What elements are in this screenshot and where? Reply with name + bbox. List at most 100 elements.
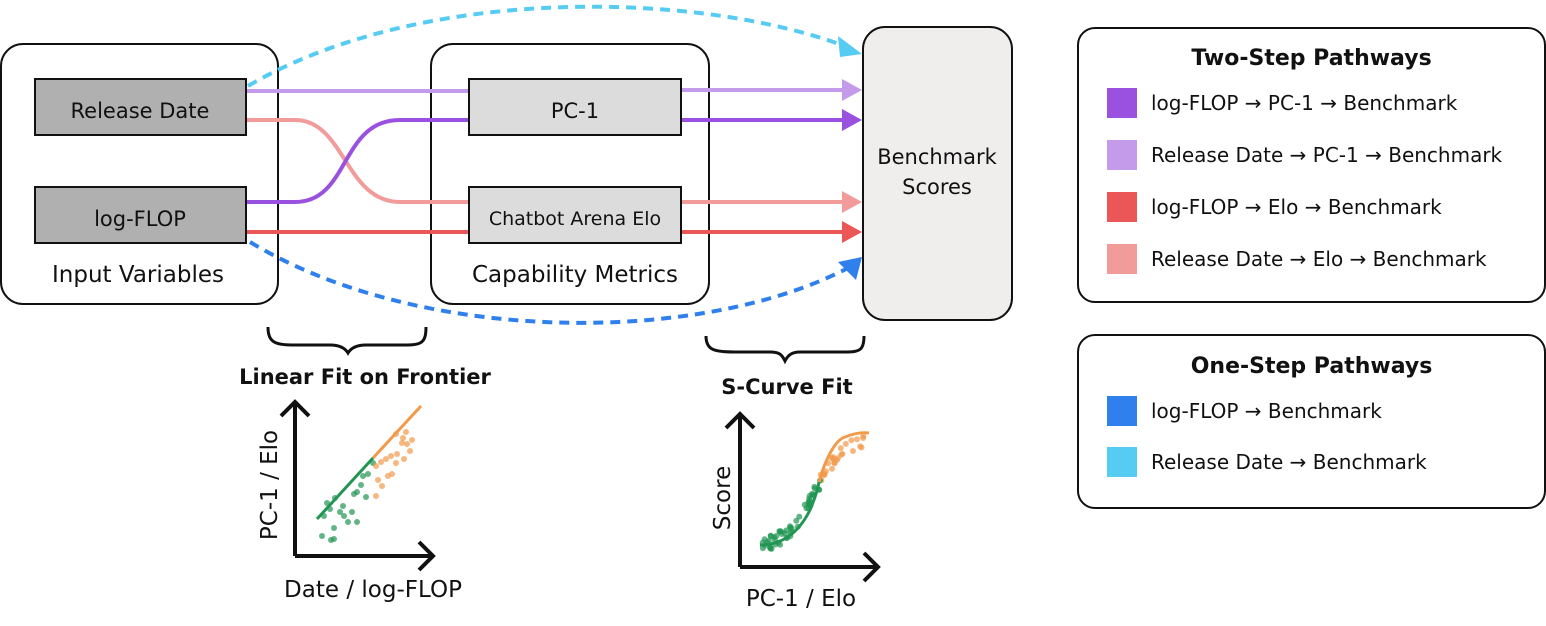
- legend-label: log-FLOP → PC-1 → Benchmark: [1151, 91, 1458, 115]
- log-flop-label: log-FLOP: [94, 207, 186, 231]
- linear-point-green: [365, 471, 371, 477]
- color-swatch: [1107, 140, 1137, 170]
- s-curve-x-axis: [740, 551, 881, 583]
- linear-point-orange: [373, 493, 379, 499]
- legend-item: log-FLOP → Benchmark: [1107, 396, 1382, 426]
- release-date-label: Release Date: [71, 99, 210, 123]
- linear-point-green: [337, 509, 343, 515]
- legend-label: log-FLOP → Benchmark: [1151, 399, 1382, 423]
- s-curve-brace: [704, 335, 866, 365]
- linear-fit-plot: PC-1 / Elo Date / log-FLOP: [257, 399, 462, 603]
- pathway-lines: [246, 4, 862, 325]
- path-date-benchmark: [246, 4, 851, 88]
- s-curve-point-green: [796, 513, 803, 520]
- arrowhead-date-pc1: [842, 79, 862, 101]
- legend-item: Release Date → Elo → Benchmark: [1107, 244, 1487, 274]
- linear-point-orange: [388, 453, 394, 459]
- linear-point-green: [360, 473, 366, 479]
- s-curve-point-orange: [837, 445, 844, 452]
- linear-point-orange: [393, 460, 399, 466]
- color-swatch: [1107, 447, 1137, 477]
- path-flop-benchmark: [248, 240, 849, 325]
- linear-point-green: [331, 536, 337, 542]
- s-curve-point-orange: [848, 437, 855, 444]
- legend-item: log-FLOP → PC-1 → Benchmark: [1107, 88, 1457, 118]
- legend-one-step-title: One-Step Pathways: [1190, 354, 1433, 379]
- linear-point-orange: [375, 477, 381, 483]
- color-swatch: [1107, 192, 1137, 222]
- linear-point-green: [319, 533, 325, 539]
- linear-point-orange: [394, 451, 400, 457]
- linear-point-orange: [379, 483, 385, 489]
- s-curve-line-orange: [817, 431, 870, 483]
- linear-point-orange: [385, 473, 391, 479]
- s-curve-fit-title: S-Curve Fit: [721, 375, 852, 399]
- arrowhead-date-elo: [842, 191, 862, 213]
- s-curve-line-green: [759, 481, 821, 547]
- linear-point-green: [349, 509, 355, 515]
- chatbot-arena-elo-label: Chatbot Arena Elo: [489, 208, 661, 230]
- s-curve-point-orange: [835, 455, 841, 462]
- legend-item: Release Date → Benchmark: [1107, 447, 1427, 477]
- linear-point-green: [354, 489, 360, 495]
- linear-point-orange: [373, 463, 379, 469]
- s-curve-point-green: [765, 537, 772, 544]
- s-curve-y-axis: [724, 411, 756, 567]
- linear-ylabel: PC-1 / Elo: [257, 430, 283, 540]
- linear-fit-line-orange: [371, 404, 423, 460]
- s-curve-point-orange: [857, 443, 864, 450]
- linear-point-orange: [399, 440, 405, 446]
- s-curve-point-green: [767, 544, 774, 551]
- s-curve-point-green: [793, 517, 800, 524]
- pc1-node: [468, 78, 682, 136]
- s-curve-point-green: [778, 531, 785, 537]
- benchmark-scores-line2: Scores: [902, 175, 972, 199]
- chatbot-arena-elo-node: [468, 186, 682, 244]
- linear-fit-brace: [266, 326, 428, 356]
- linear-point-orange: [378, 459, 384, 465]
- s-curve-point-orange: [860, 435, 867, 441]
- linear-point-orange: [383, 456, 389, 462]
- linear-point-green: [354, 519, 360, 525]
- linear-point-green: [331, 525, 337, 531]
- legend-two-step-title: Two-Step Pathways: [1191, 46, 1432, 71]
- s-curve-point-green: [805, 499, 812, 505]
- linear-xlabel: Date / log-FLOP: [284, 577, 462, 603]
- legend-label: Release Date → PC-1 → Benchmark: [1151, 143, 1503, 167]
- s-curve-point-green: [773, 533, 780, 539]
- linear-fit-line-green: [315, 456, 375, 521]
- benchmark-scores-line1: Benchmark: [877, 145, 997, 169]
- pc1-label: PC-1: [551, 99, 599, 123]
- linear-y-axis: [279, 399, 311, 556]
- color-swatch: [1107, 88, 1137, 118]
- linear-point-green: [340, 503, 346, 509]
- s-curve-point-green: [787, 524, 794, 531]
- arrowhead-flop-elo: [842, 221, 862, 243]
- s-curve-plot: Score PC-1 / Elo: [710, 411, 881, 612]
- s-curve-point-orange: [850, 448, 856, 454]
- input-variables-title: Input Variables: [52, 262, 224, 288]
- linear-point-orange: [404, 441, 410, 447]
- arrowhead-flop-benchmark: [838, 257, 862, 280]
- linear-fit-title: Linear Fit on Frontier: [239, 365, 491, 389]
- s-curve-point-orange: [854, 436, 860, 443]
- color-swatch: [1107, 244, 1137, 274]
- s-curve-xlabel: PC-1 / Elo: [746, 586, 856, 612]
- linear-point-orange: [401, 456, 407, 462]
- s-curve-point-green: [811, 483, 818, 490]
- legend-one-step: One-Step Pathways log-FLOP → Benchmark R…: [1077, 334, 1546, 509]
- legend-label: Release Date → Benchmark: [1151, 450, 1427, 474]
- release-date-node: [34, 78, 247, 136]
- s-curve-point-green: [767, 533, 774, 540]
- log-flop-node: [34, 186, 247, 244]
- arrowhead-flop-pc1: [842, 109, 862, 131]
- legend-item: Release Date → PC-1 → Benchmark: [1107, 140, 1502, 170]
- capability-metrics-title: Capability Metrics: [472, 262, 678, 288]
- s-curve-point-orange: [842, 440, 849, 447]
- color-swatch: [1107, 396, 1137, 426]
- s-curve-ylabel: Score: [710, 466, 736, 530]
- linear-point-orange: [400, 435, 406, 441]
- legend-two-step: Two-Step Pathways log-FLOP → PC-1 → Benc…: [1077, 27, 1546, 303]
- legend-label: Release Date → Elo → Benchmark: [1151, 247, 1487, 271]
